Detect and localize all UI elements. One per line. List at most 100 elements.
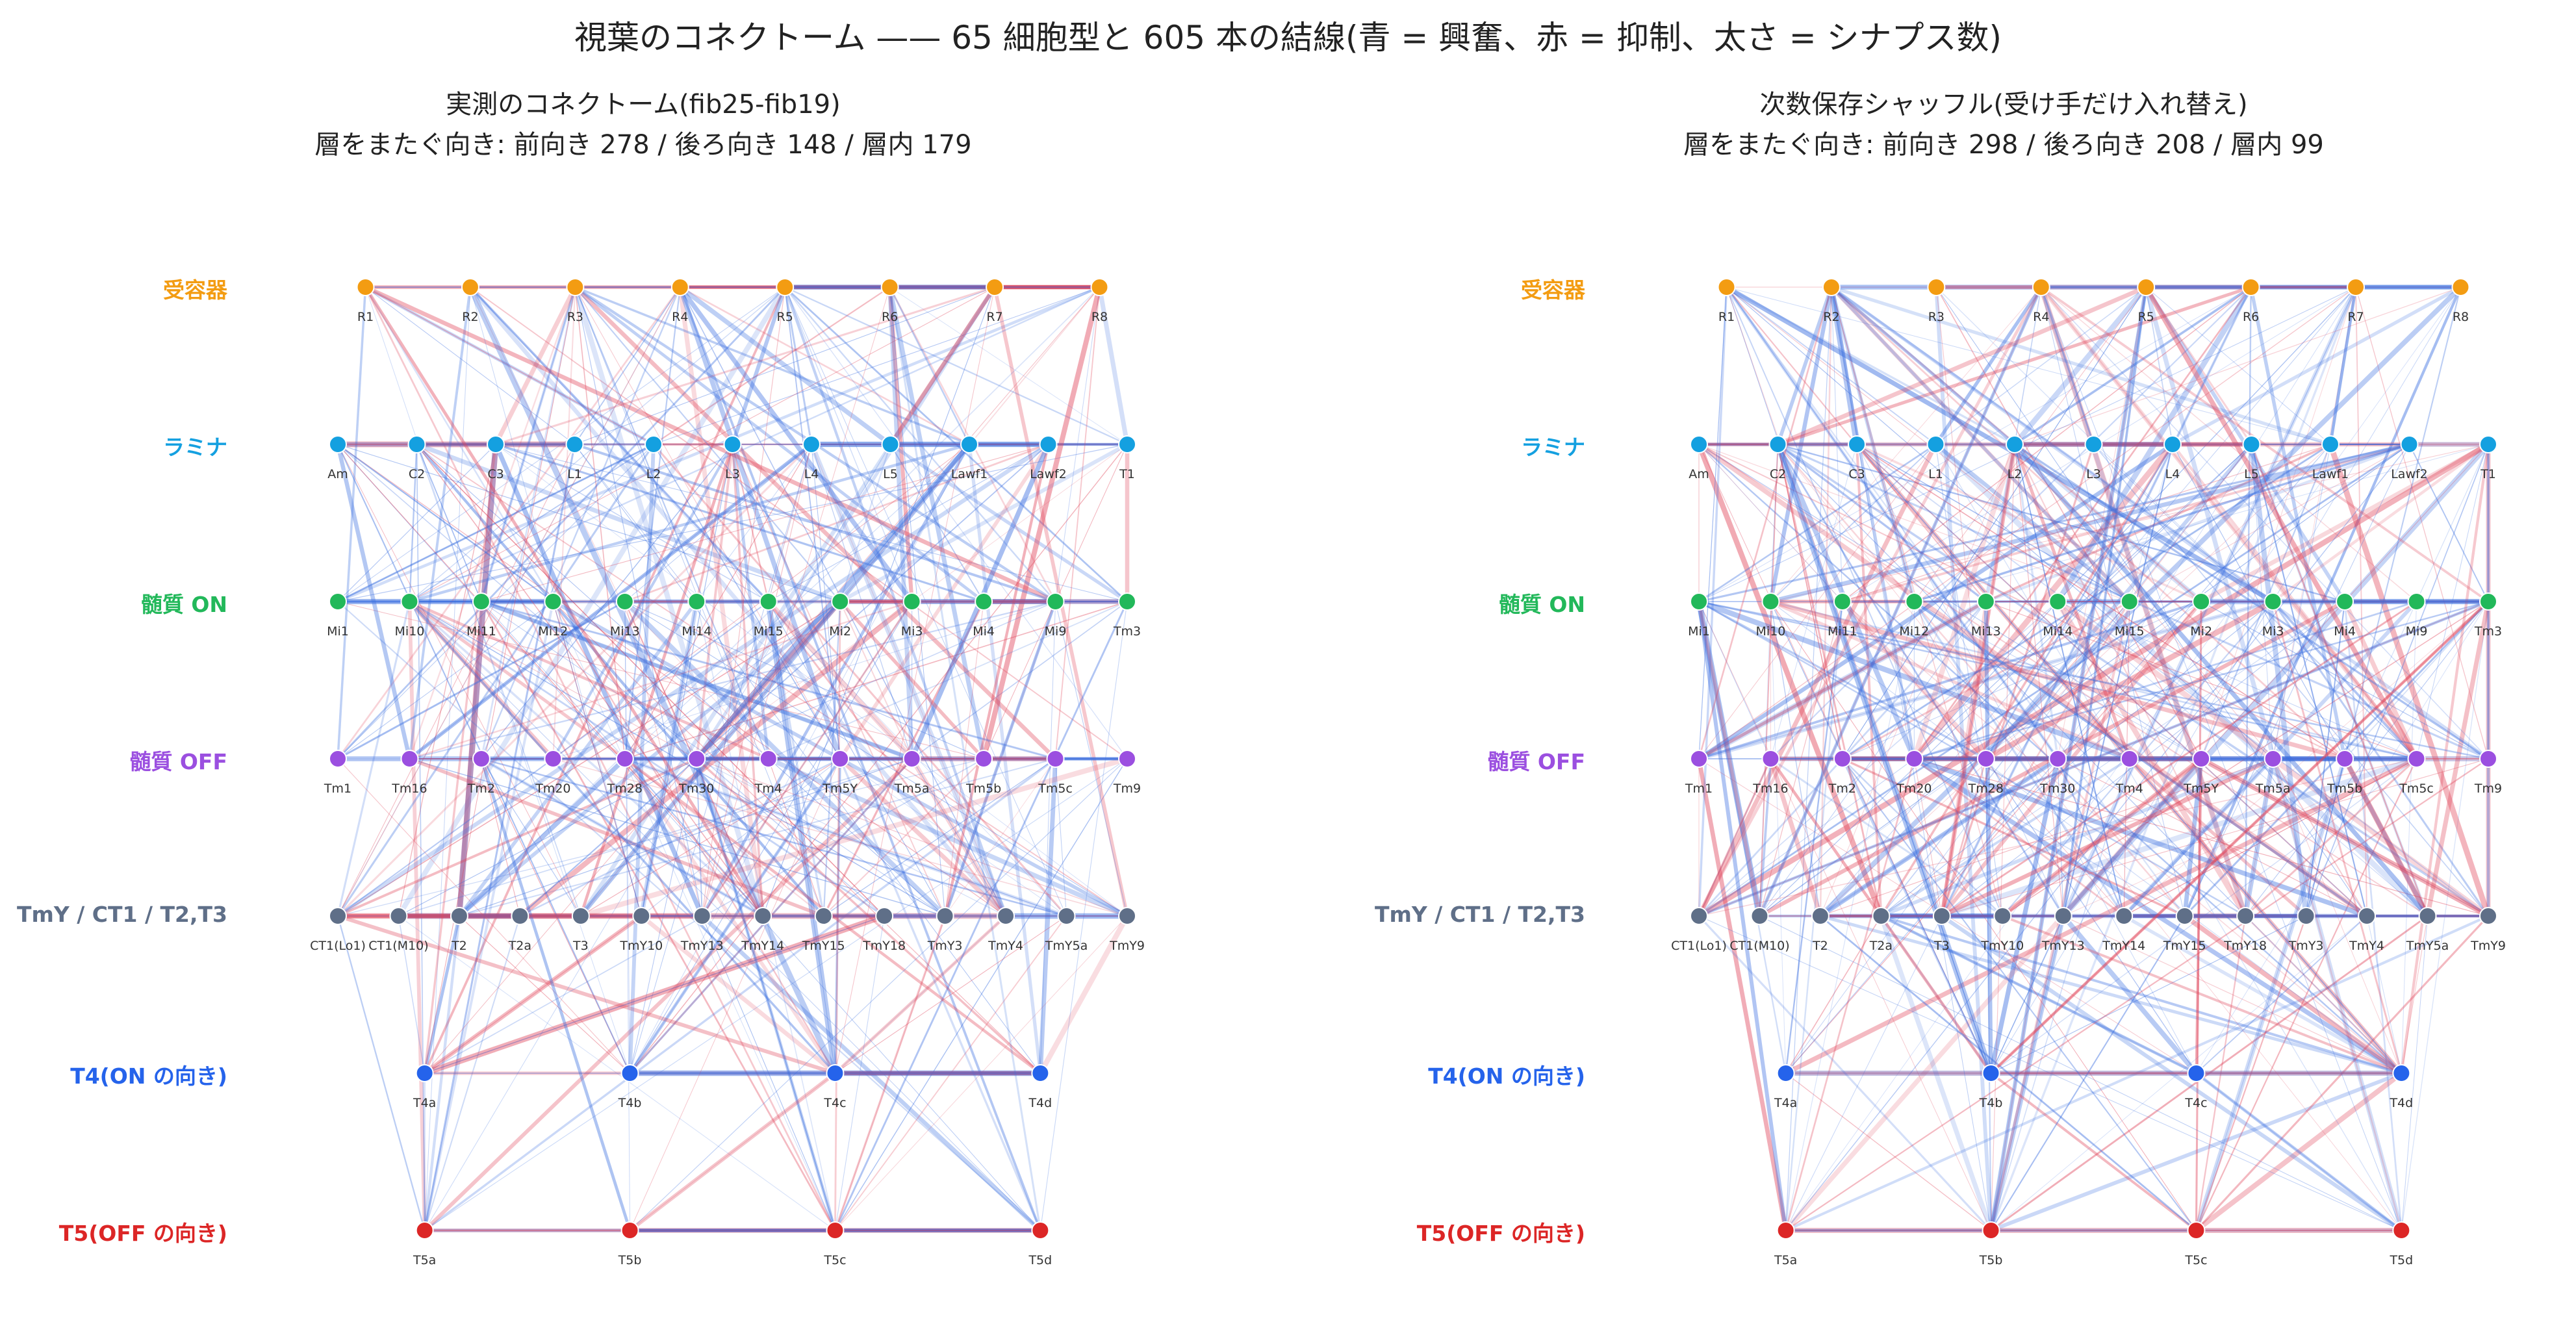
node-R5[interactable] [2137,278,2156,296]
node-Mi14[interactable] [687,592,706,611]
node-T4a[interactable] [1776,1064,1795,1082]
node-Tm28[interactable] [615,750,634,768]
node-Tm3[interactable] [1118,592,1136,611]
node-Tm4[interactable] [759,750,778,768]
node-Tm2[interactable] [1833,750,1852,768]
node-L2[interactable] [644,435,663,453]
node-Mi2[interactable] [2192,592,2211,611]
node-T3[interactable] [571,907,590,925]
node-CT1(M10)[interactable] [1750,907,1769,925]
node-Mi15[interactable] [2120,592,2139,611]
node-T2a[interactable] [1872,907,1891,925]
node-TmY5a[interactable] [1057,907,1076,925]
node-T5b[interactable] [620,1221,639,1240]
node-T4a[interactable] [415,1064,434,1082]
node-T5d[interactable] [1031,1221,1050,1240]
node-TmY9[interactable] [2479,907,2497,925]
node-R2[interactable] [1822,278,1841,296]
node-Tm4[interactable] [2120,750,2139,768]
node-L5[interactable] [2242,435,2261,453]
node-Tm5b[interactable] [975,750,993,768]
node-Mi11[interactable] [1833,592,1852,611]
node-CT1(M10)[interactable] [389,907,408,925]
node-Mi13[interactable] [615,592,634,611]
node-R5[interactable] [776,278,795,296]
node-Mi1[interactable] [329,592,347,611]
node-Lawf1[interactable] [960,435,978,453]
node-Lawf1[interactable] [2321,435,2340,453]
node-L4[interactable] [802,435,821,453]
node-Mi2[interactable] [831,592,850,611]
node-T4c[interactable] [2187,1064,2206,1082]
node-Tm2[interactable] [472,750,491,768]
node-L5[interactable] [881,435,900,453]
node-Tm5a[interactable] [2264,750,2282,768]
node-TmY14[interactable] [2115,907,2134,925]
node-T4d[interactable] [1031,1064,1050,1082]
node-C3[interactable] [1848,435,1866,453]
node-Mi11[interactable] [472,592,491,611]
node-Mi4[interactable] [2336,592,2354,611]
node-T2[interactable] [1811,907,1830,925]
node-T3[interactable] [1932,907,1951,925]
node-Am[interactable] [329,435,347,453]
node-Mi3[interactable] [2264,592,2282,611]
node-Mi12[interactable] [544,592,563,611]
node-Tm30[interactable] [2048,750,2067,768]
node-TmY18[interactable] [2236,907,2255,925]
node-Lawf2[interactable] [1039,435,1058,453]
node-CT1(Lo1)[interactable] [329,907,347,925]
node-R4[interactable] [2032,278,2050,296]
node-TmY4[interactable] [997,907,1015,925]
node-Mi10[interactable] [1761,592,1780,611]
node-Tm1[interactable] [1690,750,1708,768]
node-CT1(Lo1)[interactable] [1690,907,1708,925]
node-TmY15[interactable] [814,907,833,925]
node-Tm1[interactable] [329,750,347,768]
node-TmY14[interactable] [754,907,772,925]
node-T5c[interactable] [2187,1221,2206,1240]
node-T4b[interactable] [620,1064,639,1082]
node-Tm5Y[interactable] [2192,750,2211,768]
node-Tm3[interactable] [2479,592,2497,611]
node-T2a[interactable] [511,907,529,925]
node-T4b[interactable] [1982,1064,2000,1082]
node-Tm16[interactable] [1761,750,1780,768]
node-L3[interactable] [723,435,742,453]
node-TmY3[interactable] [936,907,954,925]
node-Tm5b[interactable] [2336,750,2354,768]
node-R7[interactable] [2347,278,2366,296]
node-R2[interactable] [461,278,479,296]
node-Mi12[interactable] [1905,592,1924,611]
node-T4c[interactable] [826,1064,845,1082]
node-R8[interactable] [2451,278,2470,296]
node-TmY5a[interactable] [2418,907,2437,925]
node-Tm5a[interactable] [902,750,921,768]
node-Mi13[interactable] [1976,592,1995,611]
node-Tm5Y[interactable] [831,750,850,768]
node-TmY3[interactable] [2297,907,2315,925]
node-Tm9[interactable] [1118,750,1136,768]
node-Tm20[interactable] [1905,750,1924,768]
node-R3[interactable] [1927,278,1946,296]
node-Mi4[interactable] [975,592,993,611]
node-L2[interactable] [2006,435,2024,453]
node-L1[interactable] [565,435,584,453]
node-TmY15[interactable] [2175,907,2194,925]
node-R3[interactable] [566,278,585,296]
node-TmY10[interactable] [1993,907,2012,925]
node-T2[interactable] [450,907,468,925]
node-Mi1[interactable] [1690,592,1708,611]
node-Mi14[interactable] [2048,592,2067,611]
node-R4[interactable] [670,278,689,296]
node-Tm5c[interactable] [1046,750,1065,768]
node-T5a[interactable] [415,1221,434,1240]
node-R6[interactable] [2241,278,2260,296]
node-T1[interactable] [1118,435,1136,453]
node-C3[interactable] [487,435,505,453]
node-T5b[interactable] [1982,1221,2000,1240]
node-TmY10[interactable] [632,907,651,925]
node-Tm16[interactable] [400,750,419,768]
node-Mi9[interactable] [2407,592,2426,611]
node-R7[interactable] [986,278,1004,296]
